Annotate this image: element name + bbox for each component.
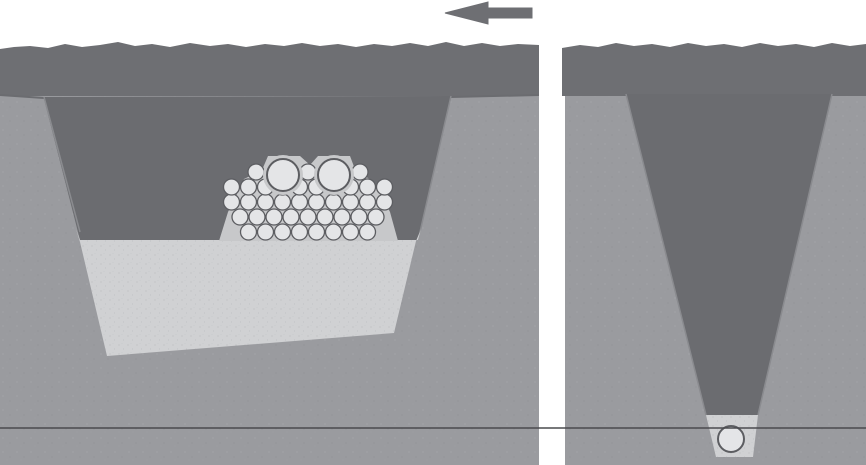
conduit-bundle-wide [219,155,398,241]
small-conduit [265,208,283,226]
small-conduit [256,193,275,211]
small-conduit [358,178,377,196]
arrow-left-icon [444,1,533,25]
small-conduit [307,223,326,241]
bedding-texture-wide [80,240,418,356]
trench-wall-highlight-narrow [625,93,833,416]
small-conduit [350,208,368,226]
trench-fill-narrow [626,94,832,415]
small-conduit [307,193,326,211]
small-conduit [239,223,258,241]
large-conduit [266,158,300,192]
small-conduit [341,193,360,211]
small-conduit [248,208,266,226]
small-conduit [273,223,292,241]
small-conduit [375,193,394,211]
narrow-trench-panel [562,43,866,465]
small-conduit [231,208,249,226]
small-conduit [239,178,258,196]
small-conduit [290,223,309,241]
small-conduit [290,193,309,211]
large-conduit [317,158,351,192]
small-conduit [239,193,258,211]
small-conduit [324,193,343,211]
small-conduit [358,223,377,241]
small-conduit [375,178,394,196]
small-conduit [351,163,369,181]
small-conduit [341,223,360,241]
small-conduit [367,208,385,226]
small-conduit [333,208,351,226]
small-conduit [247,163,265,181]
trench-wall-highlight-wide [43,95,452,233]
panel-divider [539,0,565,465]
wide-trench-panel [0,42,539,465]
small-conduit [316,208,334,226]
small-conduit [222,178,241,196]
topsoil-layer-left [0,42,539,96]
small-conduit [282,208,300,226]
conduit-narrow [717,425,745,453]
small-conduit [256,223,275,241]
small-conduit [299,208,317,226]
small-conduit [358,193,377,211]
small-conduit [324,223,343,241]
topsoil-layer-right [562,43,866,96]
small-conduit [222,193,241,211]
small-conduit [273,193,292,211]
